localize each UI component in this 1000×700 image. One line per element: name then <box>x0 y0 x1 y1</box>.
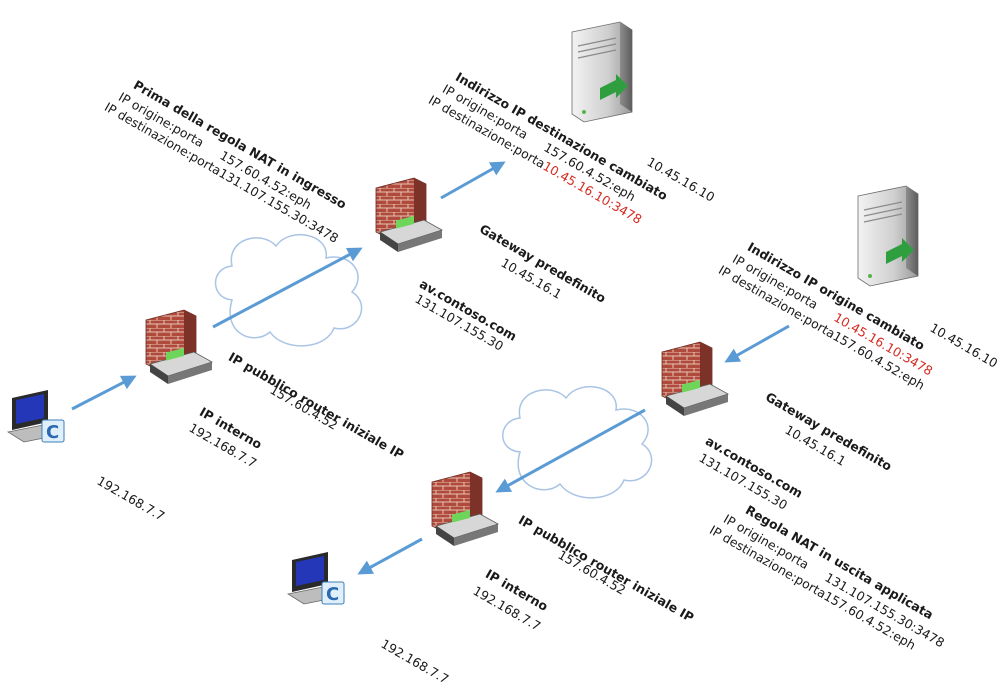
internet-cloud-top <box>214 233 363 347</box>
arrow-server-to-edge <box>724 324 790 363</box>
arrow-edge-to-router <box>495 408 646 493</box>
client-laptop-icon-bottom <box>287 551 345 606</box>
client-laptop-icon-top <box>7 389 65 444</box>
router-firewall-icon-top <box>145 309 213 385</box>
arrow-edge-to-server <box>440 161 506 200</box>
edge-firewall-icon-bottom <box>661 341 729 417</box>
arrow-client-to-router <box>71 375 137 411</box>
arrow-router-to-client <box>357 537 423 575</box>
server-icon-bottom <box>857 185 919 287</box>
arrow-router-to-edge <box>212 247 363 329</box>
server-icon-top <box>571 21 633 123</box>
router-firewall-icon-bottom <box>431 471 499 547</box>
edge-firewall-icon-top <box>375 177 443 253</box>
internet-cloud-bottom <box>502 385 653 499</box>
